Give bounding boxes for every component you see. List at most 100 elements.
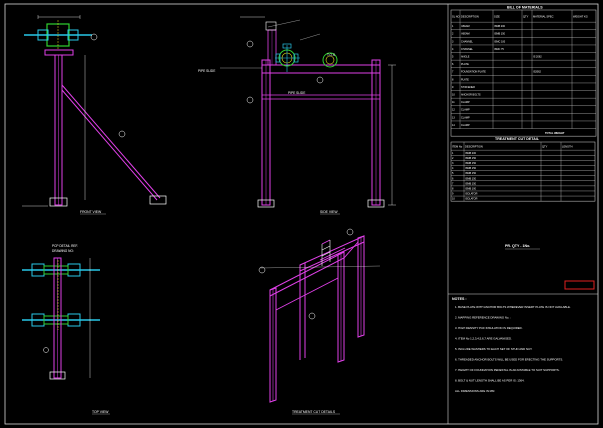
table-cell: 10 [452, 93, 455, 96]
notes-line: 4. ITEM No 1,2,3,4,5,6,7 ARE GALVANISED. [455, 337, 512, 341]
notes-line: 2. MAPPING REFERENCE DRAWING No. : [455, 316, 511, 320]
bom-grid [450, 9, 597, 137]
iso-cross-member [319, 247, 346, 261]
pcp-detail-label: PCP DETAIL REF. [52, 244, 78, 248]
iso-brace [321, 245, 331, 251]
table-cell: 14 [452, 124, 455, 127]
table-cell: 13 [452, 116, 455, 119]
notes-title: NOTES : [452, 297, 467, 301]
iso-column [269, 287, 277, 403]
table-cell: ISMC 75 [494, 48, 504, 51]
side-balloon [246, 40, 254, 48]
table-cell: ISMB 150 [465, 182, 477, 185]
table-cell: 6 [452, 63, 454, 66]
table-cell: IS2062 [533, 71, 542, 74]
table-cell: PLATE [461, 63, 469, 66]
table-cell: ANCHOR BOLTS [461, 93, 481, 96]
table-cell: ISMB 100 [465, 188, 477, 191]
top-pipe-body [43, 315, 69, 325]
table-cell: 7 [452, 182, 454, 185]
table-cell: 1 [452, 25, 454, 28]
cut-title: TREATMENT CUT DETAIL [495, 137, 540, 141]
table-cell: 2 [452, 157, 454, 160]
iso-view: TREATMENT CUT DETAILS [258, 228, 381, 415]
table-cell: 8 [452, 188, 454, 191]
table-cell: 4 [452, 48, 454, 51]
side-view-title: SIDE VIEW [320, 210, 338, 214]
iso-ref-line [259, 265, 381, 269]
side-leader [267, 19, 301, 28]
drawing-border [4, 3, 599, 425]
top-pipe-body [43, 265, 69, 275]
table-cell: ISMB 150 [465, 172, 477, 175]
iso-balloon [258, 266, 266, 274]
table-cell: CLAMP [461, 101, 470, 104]
table-header-cell: DESCRIPTION [461, 14, 479, 18]
front-base-plate [149, 195, 167, 205]
table-cell: ANGLE [461, 55, 470, 58]
side-pipe-inner [325, 55, 335, 65]
table-cell: ISMC 100 [494, 40, 506, 43]
iso-cross-member [343, 241, 359, 259]
table-header-cell: SIZE [494, 14, 500, 18]
side-bracket [275, 53, 281, 63]
iso-view-title: TREATMENT CUT DETAILS [292, 410, 336, 414]
iso-cross-member [321, 239, 331, 245]
side-pipe-slide-label-1: PIPE SLIDE [198, 69, 215, 73]
top-base-plate [49, 371, 66, 380]
table-cell: I-BEAM [461, 25, 470, 28]
side-bracket [293, 53, 299, 63]
table-cell: 6 [452, 177, 454, 180]
table-cell: I-BEAM [461, 33, 470, 36]
side-top-box [265, 21, 277, 31]
notes-line: ALL DIMENSIONS ARE IN MM [455, 389, 495, 393]
table-cell: 8 [452, 78, 454, 81]
table-cell: 2 [452, 33, 454, 36]
table-cell: CLAMP [461, 109, 470, 112]
notes-line: 7. HEIGHT OF FOUNDATION PEDESTAL IS ADJU… [455, 368, 560, 372]
table-cell: 9 [452, 193, 454, 196]
top-view-title: TOP VIEW [92, 410, 109, 414]
table-cell: 5 [452, 172, 454, 175]
table-header-cell: DESCRIPTION [465, 144, 483, 148]
side-base-plate [257, 199, 275, 208]
table-cell: 3 [452, 162, 454, 165]
status-badge [564, 280, 595, 290]
table-frame [450, 141, 596, 202]
table-cell: FOUNDATION PLATE [461, 71, 486, 74]
front-pipe-flange [67, 29, 79, 41]
front-balloon [90, 33, 98, 41]
table-cell: ISMB 150 [494, 33, 506, 36]
notes-line: 5. INCLUDE WASHERS TO EACH SET OF STUD A… [455, 347, 533, 351]
notes-lines: 1. BASE PLATE WITH ANCHOR BOLTS WHEREVER… [455, 305, 571, 393]
table-cell: ISOLATOR [465, 193, 478, 196]
table-cell: 10 [452, 198, 455, 201]
table-cell: 9 [452, 86, 454, 89]
table-cell: STIFFENER [461, 86, 475, 89]
table-header-cell: LENGTH [562, 144, 573, 148]
front-view-title: FRONT VIEW [80, 210, 102, 214]
side-base-plate [367, 199, 385, 208]
table-cell: ISOLATOR [465, 198, 478, 201]
notes: NOTES : 1. BASE PLATE WITH ANCHOR BOLTS … [452, 297, 571, 393]
table-header-cell: QTY [523, 14, 529, 18]
table-cell: 4 [452, 167, 454, 170]
iso-balloon [308, 312, 316, 320]
quantity-label: PR. QTY - 1No. [505, 244, 530, 248]
iso-balloon [346, 228, 354, 236]
table-cell: 3 [452, 40, 454, 43]
table-cell: ISMB 150 [465, 167, 477, 170]
bom-total-label: TOTAL WEIGHT [545, 131, 565, 135]
table-header-cell: QTY [542, 144, 548, 148]
front-brace [61, 89, 158, 201]
side-pipe [322, 52, 338, 68]
notes-line: 1. BASE PLATE WITH ANCHOR BOLTS WHEREVER… [455, 305, 571, 309]
front-base-plate [49, 197, 68, 207]
side-balloon [246, 96, 254, 104]
